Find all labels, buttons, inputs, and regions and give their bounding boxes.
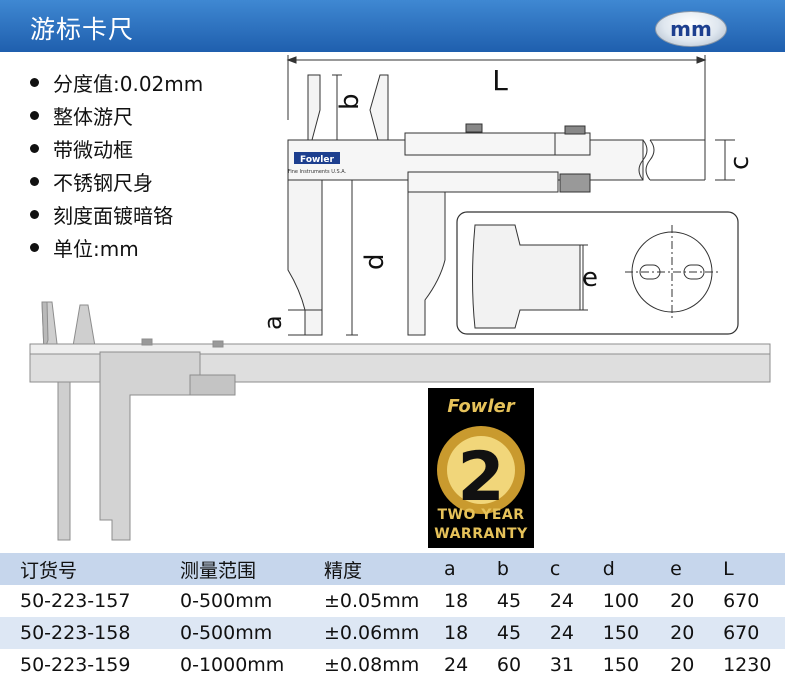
table-cell: 18: [424, 617, 477, 649]
table-cell: 24: [529, 617, 583, 649]
header-cell: e: [650, 553, 704, 585]
table-cell: 0-500mm: [180, 590, 273, 612]
feature-text: 不锈钢尺身: [53, 171, 153, 195]
bullet-icon: [30, 78, 39, 87]
feature-item: 单位:mm: [30, 231, 203, 264]
page-title: 游标卡尺: [30, 15, 135, 44]
table-row: 50-223-158 0-500mm ±0.06mm 18 45 24 150 …: [0, 617, 785, 649]
brand-tagline: Fine Instruments U.S.A.: [288, 169, 347, 175]
caliper-photo: [29, 301, 771, 541]
table-cell: 670: [723, 590, 760, 612]
bullet-icon: [30, 177, 39, 186]
table-cell: 60: [496, 654, 522, 676]
table-cell: 0-1000mm: [180, 654, 285, 676]
badge-line2: WARRANTY: [434, 526, 528, 542]
table-cell: ±0.08mm: [324, 654, 420, 676]
feature-item: 整体游尺: [30, 99, 203, 132]
title-bar: 游标卡尺 mm: [0, 0, 785, 52]
feature-text: 刻度面镀暗铬: [53, 204, 173, 228]
badge-line1: TWO YEAR: [437, 507, 525, 523]
header-cell: 精度: [304, 553, 424, 585]
unit-badge: mm: [655, 11, 727, 47]
table-cell: 150: [582, 617, 651, 649]
table-cell: 1230: [723, 654, 772, 676]
dimension-label-c: c: [725, 156, 755, 170]
table-cell: 670: [703, 617, 785, 649]
feature-text: 分度值:0.02mm: [53, 72, 204, 96]
header-cell: 测量范围: [160, 553, 304, 585]
header-cell: b: [476, 553, 530, 585]
table-cell: 45: [476, 617, 530, 649]
table-cell: 50-223-158: [0, 617, 160, 649]
feature-text: 单位:mm: [53, 237, 139, 261]
table-cell: 24: [444, 654, 469, 676]
badge-emblem: 2: [437, 426, 525, 517]
header-cell: L: [703, 553, 785, 585]
table-row: 50-223-159 0-1000mm ±0.08mm 24 60 31 150…: [0, 649, 785, 681]
technical-drawing: [286, 55, 735, 336]
table-row: 50-223-157 0-500mm ±0.05mm 18 45 24 100 …: [0, 585, 785, 617]
table-cell: ±0.05mm: [324, 590, 420, 612]
feature-item: 分度值:0.02mm: [30, 66, 203, 99]
header-cell: a: [424, 553, 477, 585]
feature-list: 分度值:0.02mm 整体游尺 带微动框 不锈钢尺身 刻度面镀暗铬 单位:mm: [30, 66, 203, 264]
header-cell: d: [582, 553, 651, 585]
table-cell: 20: [670, 654, 695, 676]
feature-text: 整体游尺: [53, 105, 133, 129]
table-header-row: 订货号 测量范围 精度 a b c d e L: [0, 553, 785, 585]
feature-item: 带微动框: [30, 132, 203, 165]
header-cell: 订货号: [0, 553, 160, 585]
table-cell: 0-500mm: [160, 617, 304, 649]
table-cell: 18: [444, 590, 469, 612]
table-cell: 50-223-157: [20, 590, 131, 612]
bullet-icon: [30, 111, 39, 120]
table-cell: 45: [496, 590, 522, 612]
dimension-label-L: L: [492, 64, 508, 97]
spec-table: 订货号 测量范围 精度 a b c d e L 50-223-157 0-500…: [0, 553, 785, 681]
table-cell: 20: [650, 617, 704, 649]
feature-item: 刻度面镀暗铬: [30, 198, 203, 231]
caliper-diagram: Fowler Fine Instruments U.S.A. L b c d a…: [29, 55, 771, 541]
table-cell: 150: [602, 654, 640, 676]
brand-plate-text: Fowler: [300, 155, 334, 165]
dimension-label-b: b: [335, 93, 365, 110]
table-cell: 100: [602, 590, 640, 612]
table-cell: ±0.06mm: [304, 617, 424, 649]
feature-text: 带微动框: [53, 138, 133, 162]
header-cell: c: [529, 553, 583, 585]
badge-brand: Fowler: [447, 396, 515, 417]
table-cell: 31: [549, 654, 575, 676]
table-cell: 20: [670, 590, 695, 612]
badge-years: 2: [457, 438, 504, 517]
dimension-label-d: d: [360, 253, 390, 270]
dimension-label-a: a: [259, 315, 287, 330]
bullet-icon: [30, 144, 39, 153]
bullet-icon: [30, 210, 39, 219]
detail-inset: [456, 211, 739, 335]
dimension-label-e: e: [582, 263, 598, 293]
table-cell: 24: [549, 590, 575, 612]
bullet-icon: [30, 243, 39, 252]
table-cell: 50-223-159: [20, 654, 131, 676]
warranty-badge: Fowler 2 TWO YEAR WARRANTY: [428, 388, 534, 548]
feature-item: 不锈钢尺身: [30, 165, 203, 198]
brand-plate: [294, 152, 340, 164]
